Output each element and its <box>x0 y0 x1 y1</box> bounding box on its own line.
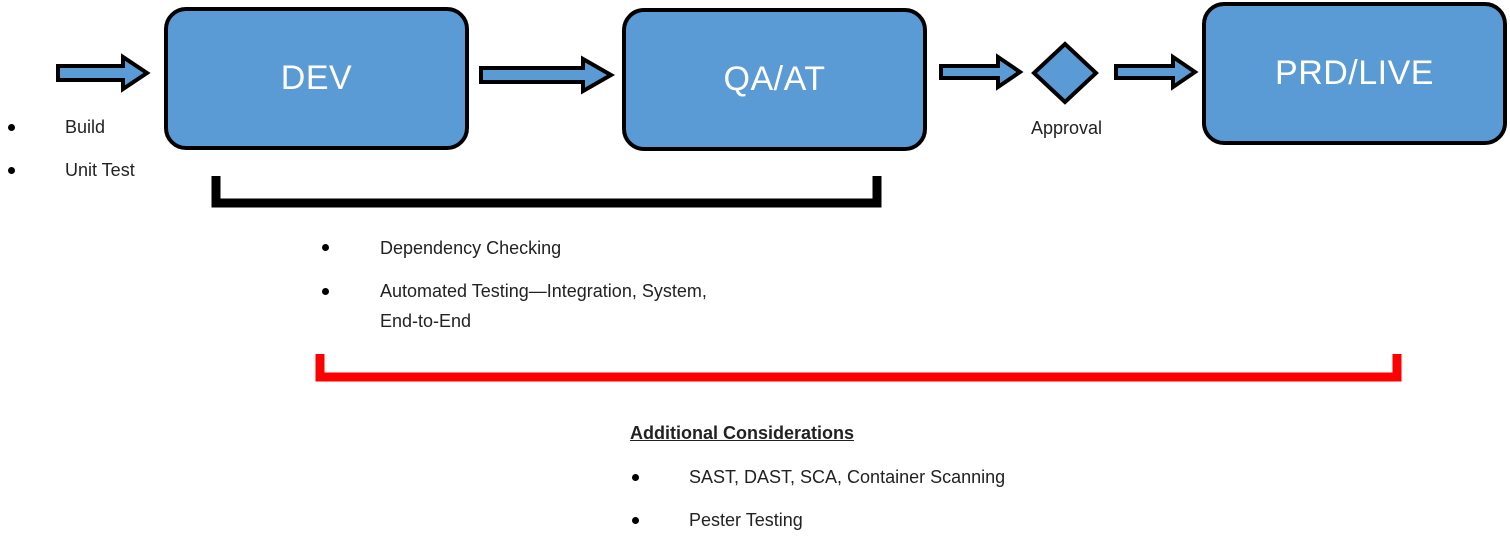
bullet-icon <box>8 124 15 131</box>
list-item: Pester Testing <box>689 510 803 530</box>
list-item-continuation: End-to-End <box>380 311 472 331</box>
stage-qa-label: QA/AT <box>723 60 826 98</box>
list-item: SAST, DAST, SCA, Container Scanning <box>689 467 1006 487</box>
list-item: Unit Test <box>65 160 135 180</box>
bullet-icon <box>322 288 329 295</box>
decision-diamond-icon <box>1031 41 1099 105</box>
stage-dev: DEV <box>164 7 469 150</box>
list-item: Build <box>65 117 106 137</box>
bullet-icon <box>632 474 639 481</box>
stage-prod: PRD/LIVE <box>1202 2 1507 145</box>
dev-qa-bracket <box>211 176 882 208</box>
bullet-icon <box>8 167 15 174</box>
list-item: Automated Testing—Integration, System, <box>380 281 707 301</box>
additional-considerations-heading: Additional Considerations <box>630 423 855 443</box>
bullet-icon <box>322 244 329 251</box>
list-item: Dependency Checking <box>380 238 562 258</box>
stage-qa: QA/AT <box>622 8 927 151</box>
bullet-icon <box>632 517 639 524</box>
arrow-right-icon <box>479 55 616 95</box>
stage-prod-label: PRD/LIVE <box>1275 54 1434 92</box>
arrow-right-icon <box>56 53 151 93</box>
approval-label: Approval <box>1031 118 1103 138</box>
stage-dev-label: DEV <box>280 59 353 97</box>
arrow-right-icon <box>939 53 1024 91</box>
arrow-right-icon <box>1114 53 1199 91</box>
all-stages-bracket <box>315 354 1402 382</box>
